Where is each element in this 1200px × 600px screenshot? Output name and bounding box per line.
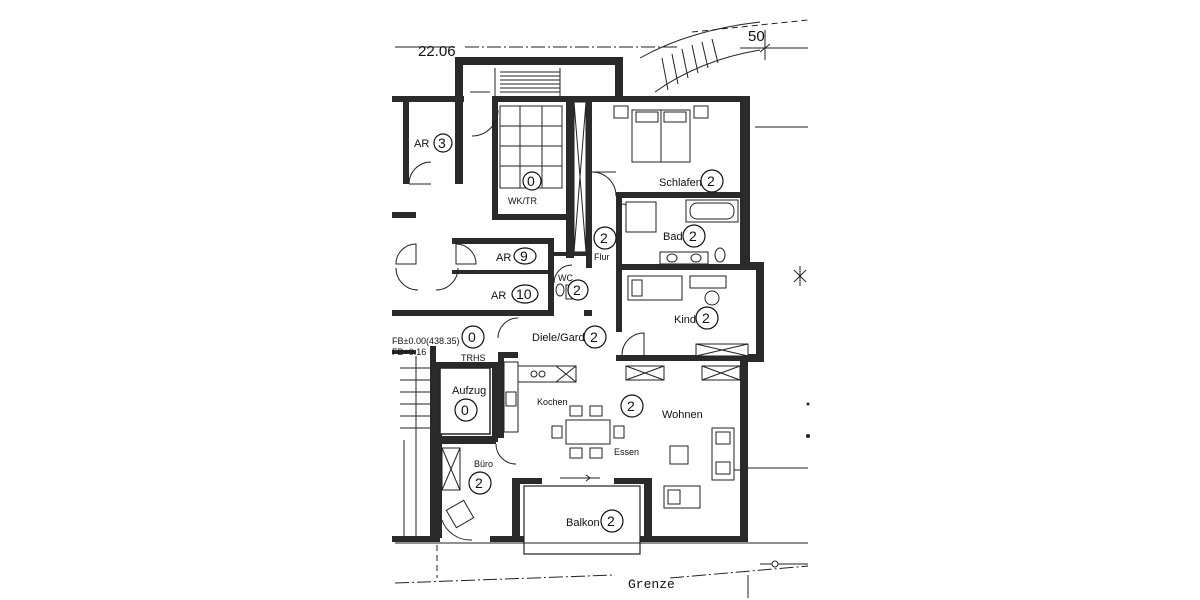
level-note-line1: FB±0.00(438.35) bbox=[392, 336, 459, 346]
plant-symbols bbox=[771, 266, 810, 568]
room-name-trhs: TRHS bbox=[461, 353, 486, 363]
office-furniture bbox=[441, 447, 475, 529]
room-num-bad: 2 bbox=[689, 228, 697, 244]
room-name-ar10: AR bbox=[491, 290, 506, 302]
room-label-flur: 2 Flur bbox=[593, 226, 617, 262]
exterior-stairs bbox=[639, 21, 761, 93]
staircase bbox=[455, 57, 623, 100]
room-num-trhs: 0 bbox=[468, 329, 476, 345]
room-label-diele: Diele/Gard. 2 bbox=[532, 325, 607, 349]
dining-table bbox=[551, 405, 625, 459]
dimension-label-left: 22.06 bbox=[418, 43, 456, 60]
room-name-ar3: AR bbox=[414, 138, 429, 150]
room-name-ar9: AR bbox=[496, 252, 511, 264]
balcony-outline bbox=[523, 474, 641, 555]
room-label-schlafen: Schlafen 2 bbox=[659, 169, 724, 193]
room-name-kind: Kind bbox=[674, 314, 696, 326]
lower-stair bbox=[400, 356, 430, 536]
room-label-wohnen: 2 Wohnen bbox=[620, 394, 703, 421]
boundary-label: Grenze bbox=[628, 577, 675, 592]
room-num-schlafen: 2 bbox=[707, 173, 715, 189]
room-label-wc: WC 2 bbox=[558, 273, 589, 301]
kids-room-furniture bbox=[627, 275, 749, 357]
room-label-trhs: 0 TRHS bbox=[461, 325, 486, 363]
room-name-diele: Diele/Gard. bbox=[532, 332, 588, 344]
room-label-buero: Büro 2 bbox=[468, 459, 493, 495]
room-name-flur: Flur bbox=[594, 252, 610, 262]
room-name-kochen: Kochen bbox=[537, 397, 568, 407]
walls bbox=[392, 96, 764, 542]
room-num-wktr: 0 bbox=[527, 173, 535, 189]
room-num-ar3: 3 bbox=[438, 135, 446, 151]
room-label-ar9: AR 9 bbox=[496, 247, 537, 265]
room-num-wohnen: 2 bbox=[627, 398, 635, 414]
room-label-kind: Kind 2 bbox=[674, 306, 719, 330]
room-label-aufzug: Aufzug 0 bbox=[452, 385, 486, 422]
room-num-balkon: 2 bbox=[607, 513, 615, 529]
room-label-bad: Bad 2 bbox=[663, 224, 706, 248]
room-num-wc: 2 bbox=[573, 282, 581, 298]
kitchen-counter bbox=[503, 361, 741, 433]
room-name-wktr: WK/TR bbox=[508, 196, 537, 206]
room-name-buero: Büro bbox=[474, 459, 493, 469]
room-num-ar10: 10 bbox=[516, 286, 532, 302]
room-label-ar3: AR 3 bbox=[414, 133, 453, 153]
bed bbox=[613, 105, 709, 163]
room-num-kind: 2 bbox=[702, 310, 710, 326]
door-swings bbox=[395, 109, 748, 541]
room-name-bad: Bad bbox=[663, 231, 683, 243]
room-num-aufzug: 0 bbox=[461, 402, 469, 418]
level-note: FB±0.00(438.35) FB+0.16 bbox=[392, 336, 459, 357]
room-name-schlafen: Schlafen bbox=[659, 177, 702, 189]
room-label-balkon: Balkon 2 bbox=[566, 509, 624, 533]
living-furniture bbox=[663, 427, 735, 509]
room-label-wktr: 0 WK/TR bbox=[508, 171, 542, 206]
room-name-essen: Essen bbox=[614, 447, 639, 457]
room-label-ar10: AR 10 bbox=[491, 284, 539, 304]
room-name-wohnen: Wohnen bbox=[662, 409, 703, 421]
room-name-aufzug: Aufzug bbox=[452, 385, 486, 397]
bathroom-fixtures bbox=[625, 199, 739, 265]
room-num-ar9: 9 bbox=[520, 248, 528, 264]
room-name-balkon: Balkon bbox=[566, 517, 600, 529]
room-name-wc: WC bbox=[558, 273, 573, 283]
dimension-lines bbox=[394, 19, 809, 598]
room-num-buero: 2 bbox=[475, 475, 483, 491]
room-num-flur: 2 bbox=[600, 230, 608, 246]
room-num-diele: 2 bbox=[590, 329, 598, 345]
level-note-line2: FB+0.16 bbox=[392, 347, 426, 357]
dimension-label-right: 50 bbox=[748, 28, 765, 45]
